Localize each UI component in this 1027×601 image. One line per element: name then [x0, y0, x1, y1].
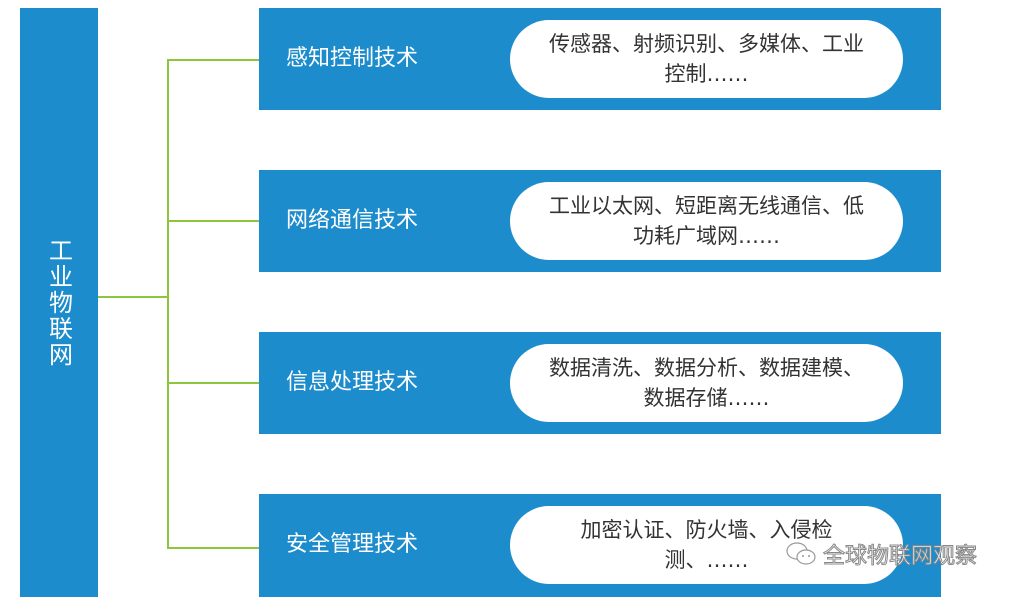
- branch-security-management: 安全管理技术 加密认证、防火墙、入侵检测、……: [259, 494, 941, 597]
- connector-branch: [167, 547, 259, 549]
- branch-title: 安全管理技术: [286, 532, 419, 557]
- branch-detail: 工业以太网、短距离无线通信、低功耗广域网……: [510, 182, 903, 260]
- watermark: 全球物联网观察: [785, 538, 978, 570]
- wechat-icon: [786, 542, 816, 565]
- root-label: 工业物联网: [44, 237, 73, 368]
- branch-sensing-control: 感知控制技术 传感器、射频识别、多媒体、工业控制……: [259, 8, 941, 110]
- watermark-text: 全球物联网观察: [822, 544, 978, 570]
- branch-detail: 加密认证、防火墙、入侵检测、……: [510, 506, 903, 584]
- connector-trunk: [98, 296, 168, 298]
- branch-title: 网络通信技术: [286, 208, 419, 233]
- branch-information-processing: 信息处理技术 数据清洗、数据分析、数据建模、数据存储……: [259, 332, 941, 434]
- root-node: 工业物联网: [20, 8, 98, 597]
- connector-spine: [167, 59, 169, 549]
- branch-title: 感知控制技术: [286, 46, 419, 71]
- connector-branch: [167, 220, 259, 222]
- connector-branch: [167, 382, 259, 384]
- connector-branch: [167, 59, 259, 61]
- branch-title: 信息处理技术: [286, 370, 419, 395]
- branch-network-communication: 网络通信技术 工业以太网、短距离无线通信、低功耗广域网……: [259, 170, 941, 272]
- branch-detail: 数据清洗、数据分析、数据建模、数据存储……: [510, 344, 903, 422]
- branch-detail: 传感器、射频识别、多媒体、工业控制……: [510, 20, 903, 98]
